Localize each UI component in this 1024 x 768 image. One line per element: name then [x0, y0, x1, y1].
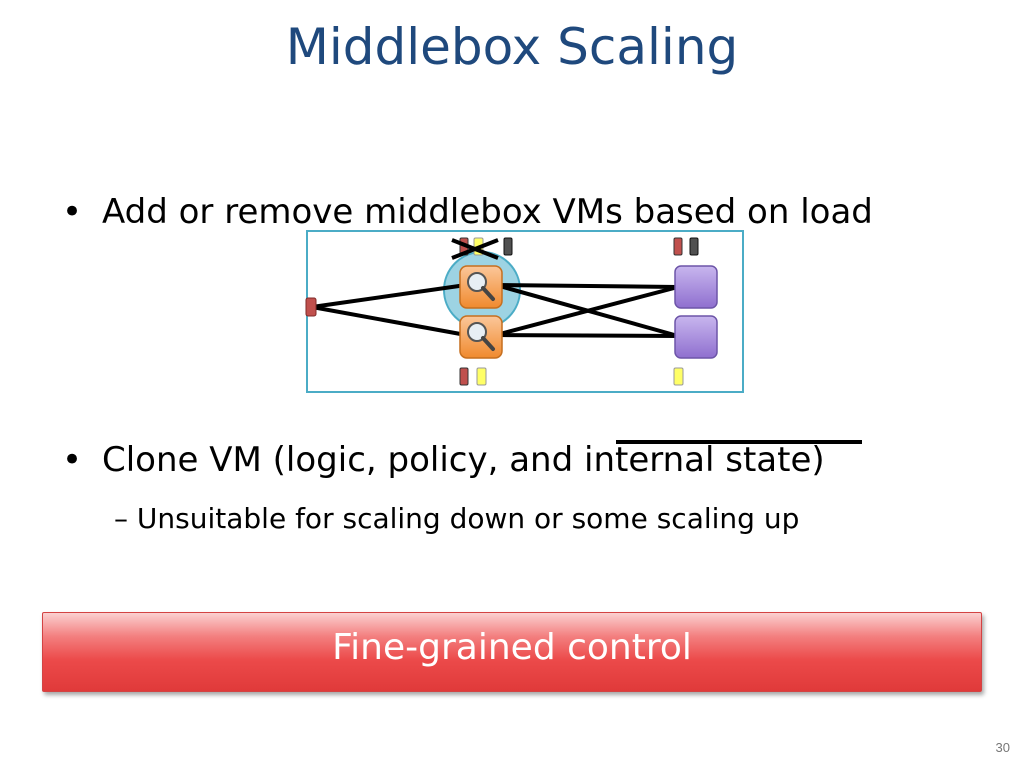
server-box-icon-bottom: [674, 315, 718, 359]
middlebox-vm-bottom: [459, 315, 503, 359]
ingress-port: [305, 297, 317, 317]
connection-lines: [311, 283, 679, 338]
middlebox-vm-top: [459, 265, 503, 309]
link-switch-mb1: [311, 283, 467, 309]
banner: Fine-grained control: [42, 612, 982, 692]
magnifier-icon: [467, 272, 495, 301]
bullet-marker: •: [62, 440, 83, 480]
link-mb2-server2: [495, 333, 679, 338]
cross-out-line-2: [451, 238, 499, 260]
page-number: 30: [995, 740, 1010, 755]
bullet-text-1: Add or remove middlebox VMs based on loa…: [102, 192, 873, 232]
diagram-frame: [306, 230, 744, 393]
state-chip-bottom-server: [673, 367, 684, 386]
sub-bullet: – Unsuitable for scaling down or some sc…: [114, 502, 799, 535]
banner-label: Fine-grained control: [332, 627, 692, 668]
slide-title: Middlebox Scaling: [285, 18, 739, 76]
link-mb2-server1: [495, 285, 679, 337]
bullet-text-2: Clone VM (logic, policy, and internal st…: [102, 440, 825, 480]
sub-bullet-dash: –: [114, 502, 128, 535]
link-mb1-server1: [495, 283, 679, 289]
state-chips-bottom-middlebox: [459, 367, 487, 386]
state-chips-top-middlebox: [451, 237, 513, 260]
bullet-add-remove: • Add or remove middlebox VMs based on lo…: [62, 192, 873, 232]
sub-bullet-text: Unsuitable for scaling down or some scal…: [136, 502, 800, 535]
magnifier-icon: [467, 322, 495, 351]
server-box-icon-top: [674, 265, 718, 309]
state-chips-top-server: [673, 237, 699, 256]
bullet-marker: •: [62, 192, 83, 232]
bullet-clone-vm: • Clone VM (logic, policy, and internal s…: [62, 440, 825, 480]
link-switch-mb2: [311, 305, 467, 337]
